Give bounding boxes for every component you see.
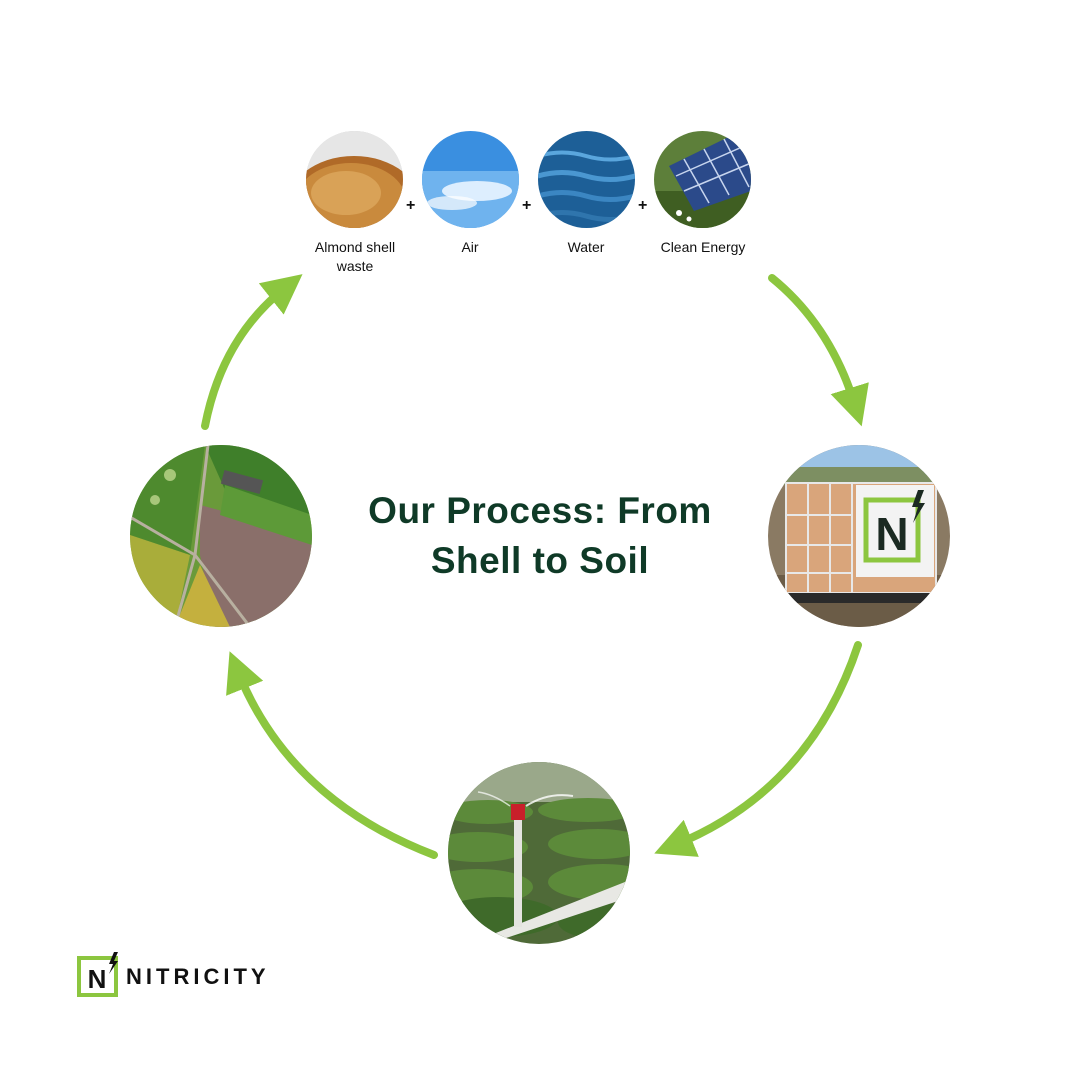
arrow-inputs-to-tank [768,274,869,427]
almond-shell-image [306,131,403,228]
irrigation-sprinkler-image [448,762,630,944]
nitricity-logo-icon: N [77,952,118,997]
arrow-sprinkler-to-field [226,651,438,859]
water-image [538,131,635,228]
input-label-air: Air [461,239,479,255]
nitricity-tank-image: N [768,445,950,627]
svg-text:N: N [88,964,107,994]
page-title: Our Process: From Shell to Soil [330,486,750,586]
title-line-2: Shell to Soil [430,540,650,581]
svg-text:N: N [875,508,908,560]
air-sky-image [422,131,519,228]
input-label-almond: Almond shell waste [314,239,396,274]
plus-sign: + [638,197,648,214]
solar-panel-image [654,131,751,228]
aerial-farmland-image [130,445,312,627]
title-line-1: Our Process: From [368,490,712,531]
input-label-water: Water [567,239,605,255]
arrow-tank-to-sprinkler [654,641,862,857]
arrow-field-to-inputs [201,274,303,430]
brand-name: NITRICITY [126,964,270,989]
plus-sign: + [406,197,416,214]
plus-sign: + [522,197,532,214]
input-label-clean-energy: Clean Energy [660,239,746,255]
